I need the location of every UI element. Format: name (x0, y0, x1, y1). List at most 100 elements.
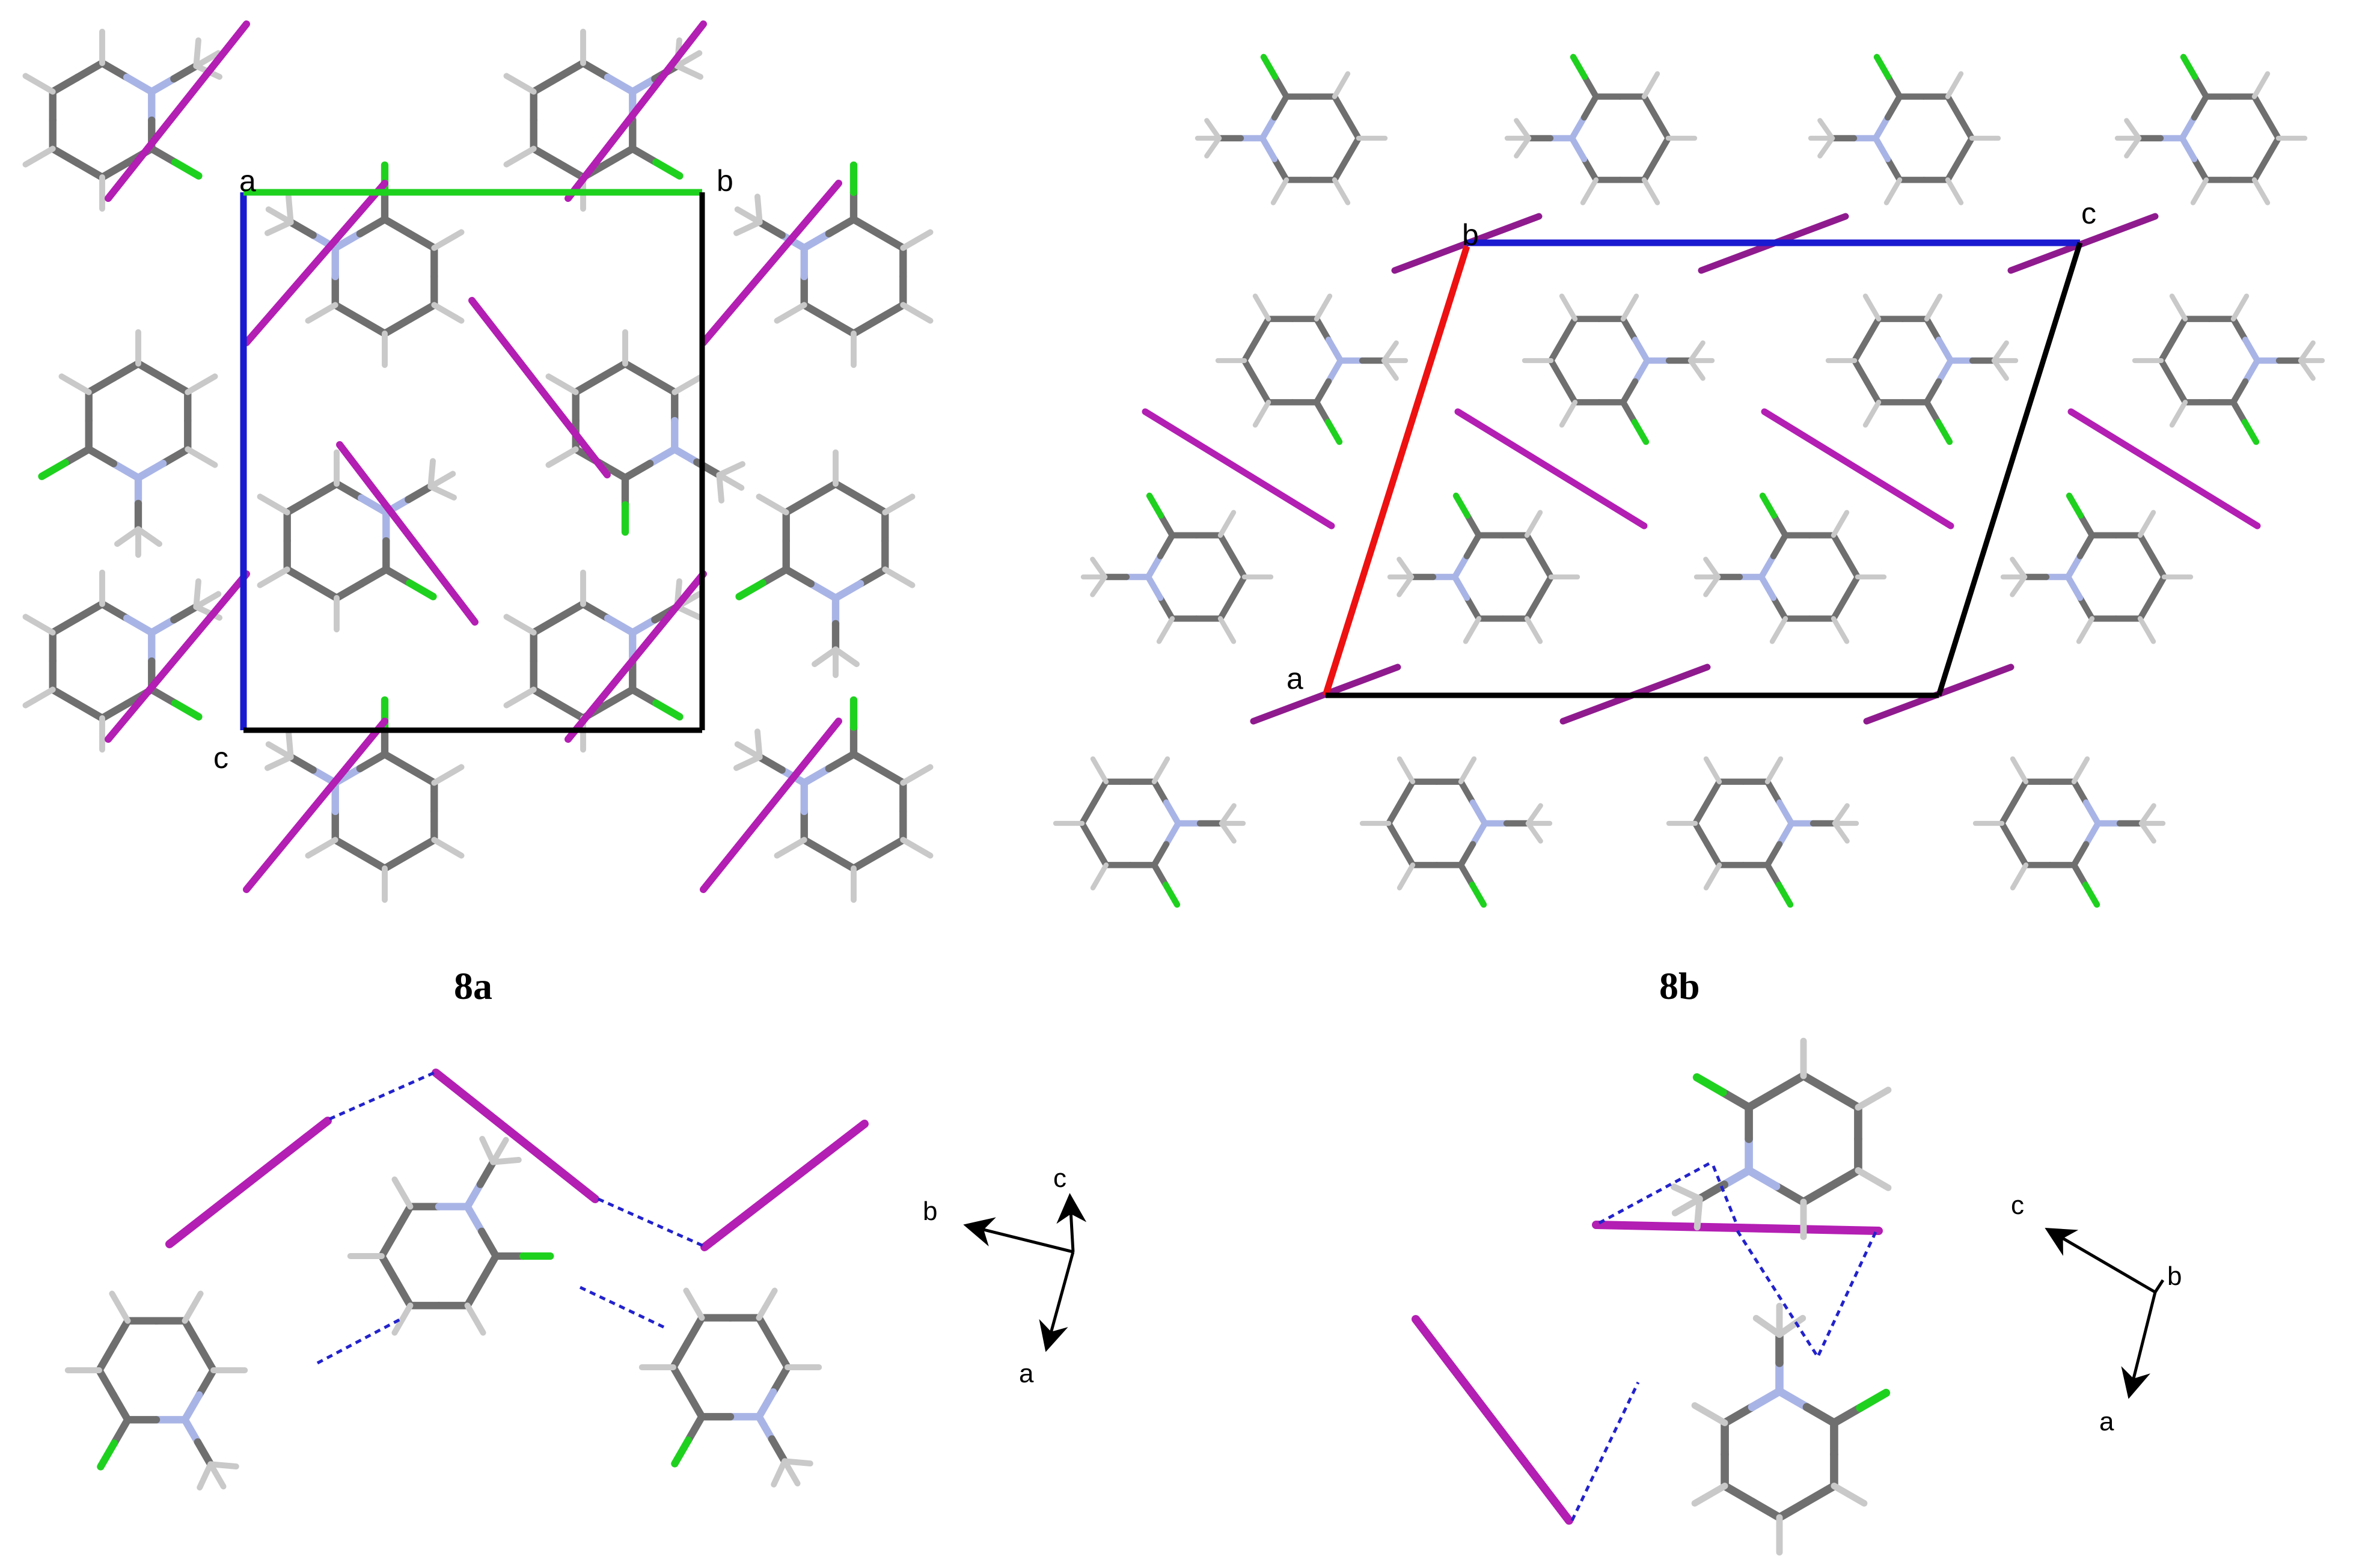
ring-bond (1253, 316, 1272, 343)
hydrogen-bond-chain-view-left: b c a (64, 1069, 1087, 1491)
c-cl-bond (2230, 399, 2248, 426)
ring-bond (2179, 114, 2198, 142)
hydrogen (2169, 400, 2188, 428)
ring-bond (1547, 357, 1567, 385)
hydrogen (1151, 756, 1170, 784)
hydrogen (431, 302, 465, 324)
panel-label-8b: 8b (1659, 965, 1700, 1007)
pyridinium-cation (1522, 293, 1715, 445)
axis-arrow-a (2121, 1292, 2157, 1399)
hydrogen (1855, 1087, 1892, 1111)
ring-bond (134, 460, 167, 482)
ring-bond (1457, 778, 1476, 806)
hydrogen (754, 728, 763, 760)
ring-bond (1580, 156, 1600, 183)
ring-bond (2082, 820, 2102, 847)
ring-bond (1770, 532, 1789, 560)
ring-bond (1775, 1497, 1811, 1522)
pyridinium-cation (1504, 53, 1698, 206)
ring-bond (1457, 841, 1476, 868)
ring-bond (849, 215, 883, 237)
hydrogen (490, 1157, 522, 1165)
ring-bond (1331, 156, 1350, 183)
hydrogen (182, 1290, 204, 1324)
ring-bond (1229, 553, 1248, 581)
pyridinium-cation (257, 449, 457, 633)
ring-bond (381, 750, 414, 772)
ring-bond (1385, 799, 1404, 827)
ring-bond (1259, 114, 1278, 142)
cell-edge-red (1322, 245, 1470, 697)
hydrogen (1559, 400, 1578, 428)
chlorine (652, 158, 684, 180)
panel-8a-molecules (22, 28, 934, 903)
ring-bond (2170, 378, 2189, 406)
hydrogen (1397, 862, 1416, 891)
ring-bond (1692, 820, 1711, 847)
hydrogen (22, 145, 56, 168)
ring-bond (378, 1227, 400, 1260)
ring-bond (1091, 778, 1110, 806)
ring-bond (604, 614, 637, 636)
ring-bond (1956, 135, 1975, 162)
ring-bond (2070, 778, 2090, 806)
ring-bond (1343, 135, 1362, 162)
hydrogen (774, 302, 807, 324)
hydrogen (833, 646, 860, 667)
anion-rod (243, 718, 388, 893)
panel-8b-molecules (1053, 53, 2325, 908)
ring-bond (1217, 594, 1236, 622)
hydrogen (2190, 177, 2209, 206)
hydrogen (207, 1461, 239, 1469)
ring-bond (1641, 156, 1660, 183)
ring-bond (95, 1366, 117, 1399)
hydrogen-bond (328, 1071, 435, 1121)
hydrogen (1945, 177, 1964, 206)
ring-bond (85, 374, 118, 396)
chlorine (1631, 418, 1650, 445)
hydrogen (2137, 616, 2156, 644)
ring-bond (1523, 532, 1543, 560)
axis-arrow-c (2045, 1227, 2156, 1294)
hydrogen (674, 63, 704, 80)
hydrogen (431, 764, 465, 786)
cell-edge-right (1936, 242, 2083, 697)
ring-bond (849, 750, 883, 772)
ring-bond (874, 764, 907, 787)
hydrogen (1641, 71, 1660, 99)
chlorine (1162, 881, 1181, 908)
hydrogen (305, 302, 338, 324)
ring-bond (2064, 553, 2084, 581)
anion-rod (468, 297, 611, 478)
ring-bond (1163, 799, 1182, 827)
ring-bond (782, 566, 815, 588)
axis-arrow-a (1039, 1251, 1075, 1352)
pyridinium-cation (1053, 756, 1246, 908)
ring-bond (1842, 553, 1861, 581)
ring-bond (684, 1388, 706, 1421)
hydrogen (1776, 1314, 1807, 1338)
cell-label-b: b (1462, 218, 1479, 252)
hydrogen (1862, 400, 1882, 428)
anion-rod (105, 20, 250, 202)
pyridinium-cation (1215, 293, 1409, 445)
ring-bond (405, 836, 438, 858)
hydrogen (1703, 756, 1722, 784)
chlorine (2180, 53, 2198, 81)
hydrogen (431, 837, 465, 859)
hydrogen (185, 373, 218, 395)
anion-rod (1761, 408, 1954, 529)
c-cl-bond (1764, 862, 1782, 888)
ring-bond (669, 1338, 691, 1371)
ring-bond (1923, 378, 1942, 406)
hydrogen (431, 229, 465, 251)
hydrogen (1332, 71, 1351, 99)
hydrogen-bond (597, 1197, 705, 1248)
c-cl-bond (1770, 512, 1789, 538)
ring-bond (2010, 778, 2030, 806)
hydrogen (2076, 616, 2095, 644)
hydrogen (1691, 1483, 1728, 1507)
ring-bond (478, 1252, 500, 1285)
panel-8b-anion-rods (1142, 213, 2261, 725)
pyridinium-cation (638, 1287, 822, 1488)
